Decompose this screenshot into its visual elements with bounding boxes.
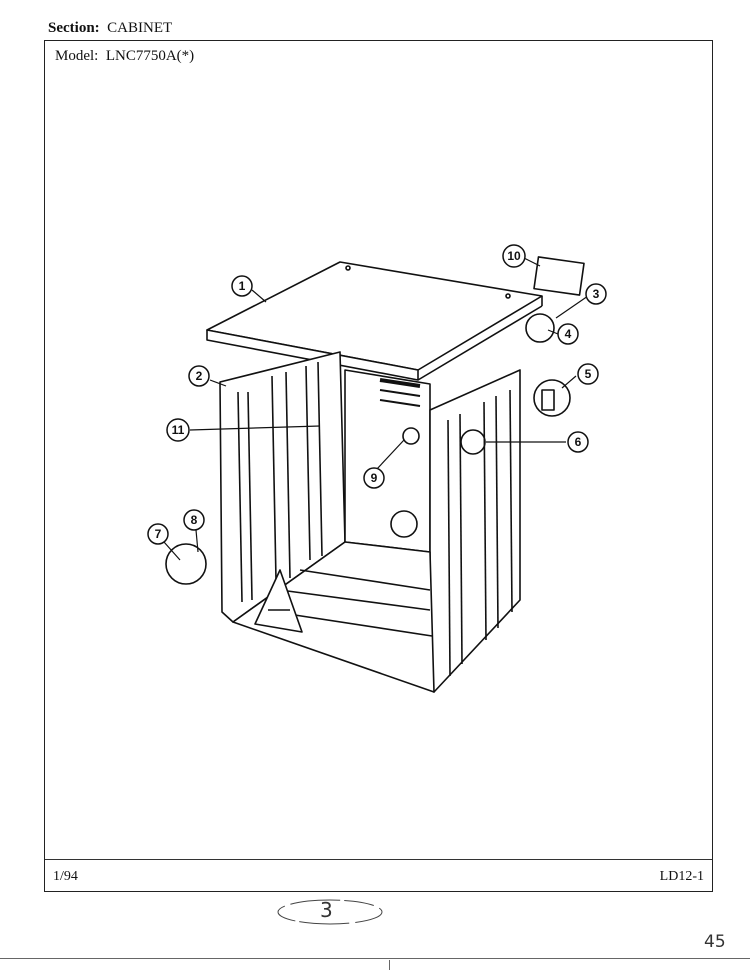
cabinet-left-side	[219, 351, 346, 623]
callout-label-9: 9	[371, 471, 378, 485]
handwritten-page-mark: 3	[320, 898, 333, 922]
callout-label-3: 3	[593, 287, 600, 301]
callout-label-1: 1	[239, 279, 246, 293]
callout-2	[188, 365, 210, 387]
callout-10	[502, 244, 526, 268]
callout-label-10: 10	[507, 249, 521, 263]
model-label: Model:	[55, 48, 99, 64]
section-value: CABINET	[107, 20, 173, 36]
callout-6	[567, 431, 589, 453]
callout-11	[166, 418, 190, 442]
handwritten-oval	[277, 899, 383, 925]
part-10-bracket	[533, 256, 585, 296]
top-panel	[206, 261, 543, 381]
section-label: Section:	[48, 20, 100, 36]
handwritten-corner-mark: 45	[704, 932, 726, 952]
model-value: LNC7750A(*)	[105, 48, 195, 64]
detail-switch	[533, 379, 571, 417]
callout-4	[557, 323, 579, 345]
callout-label-7: 7	[155, 527, 162, 541]
bottom-tick	[389, 960, 390, 970]
detail-bracket	[525, 313, 555, 343]
model-line: Model: LNC7750A(*)	[55, 48, 194, 65]
detail-leveling-leg	[165, 543, 207, 585]
footer-divider	[45, 859, 712, 860]
cabinet-base	[232, 541, 435, 693]
callout-3	[585, 283, 607, 305]
callout-label-4: 4	[565, 327, 572, 341]
callout-7	[147, 523, 169, 545]
callout-label-5: 5	[585, 367, 592, 381]
callout-1	[231, 275, 253, 297]
callout-5	[577, 363, 599, 385]
callout-label-8: 8	[191, 513, 198, 527]
callout-8	[183, 509, 205, 531]
revision-date: 1/94	[53, 869, 78, 884]
callout-label-6: 6	[575, 435, 582, 449]
bottom-rule	[0, 958, 750, 959]
section-title: Section: CABINET	[48, 20, 172, 37]
page-code: LD12-1	[659, 869, 704, 884]
cabinet-back-panel	[344, 369, 431, 553]
part-5-switch	[541, 389, 555, 411]
callout-label-11: 11	[172, 423, 185, 437]
cabinet-right-side	[429, 369, 521, 693]
callout-9	[363, 467, 385, 489]
diagram-frame: Model: LNC7750A(*) 1/94 LD12-1	[44, 40, 713, 892]
callout-label-2: 2	[196, 369, 203, 383]
